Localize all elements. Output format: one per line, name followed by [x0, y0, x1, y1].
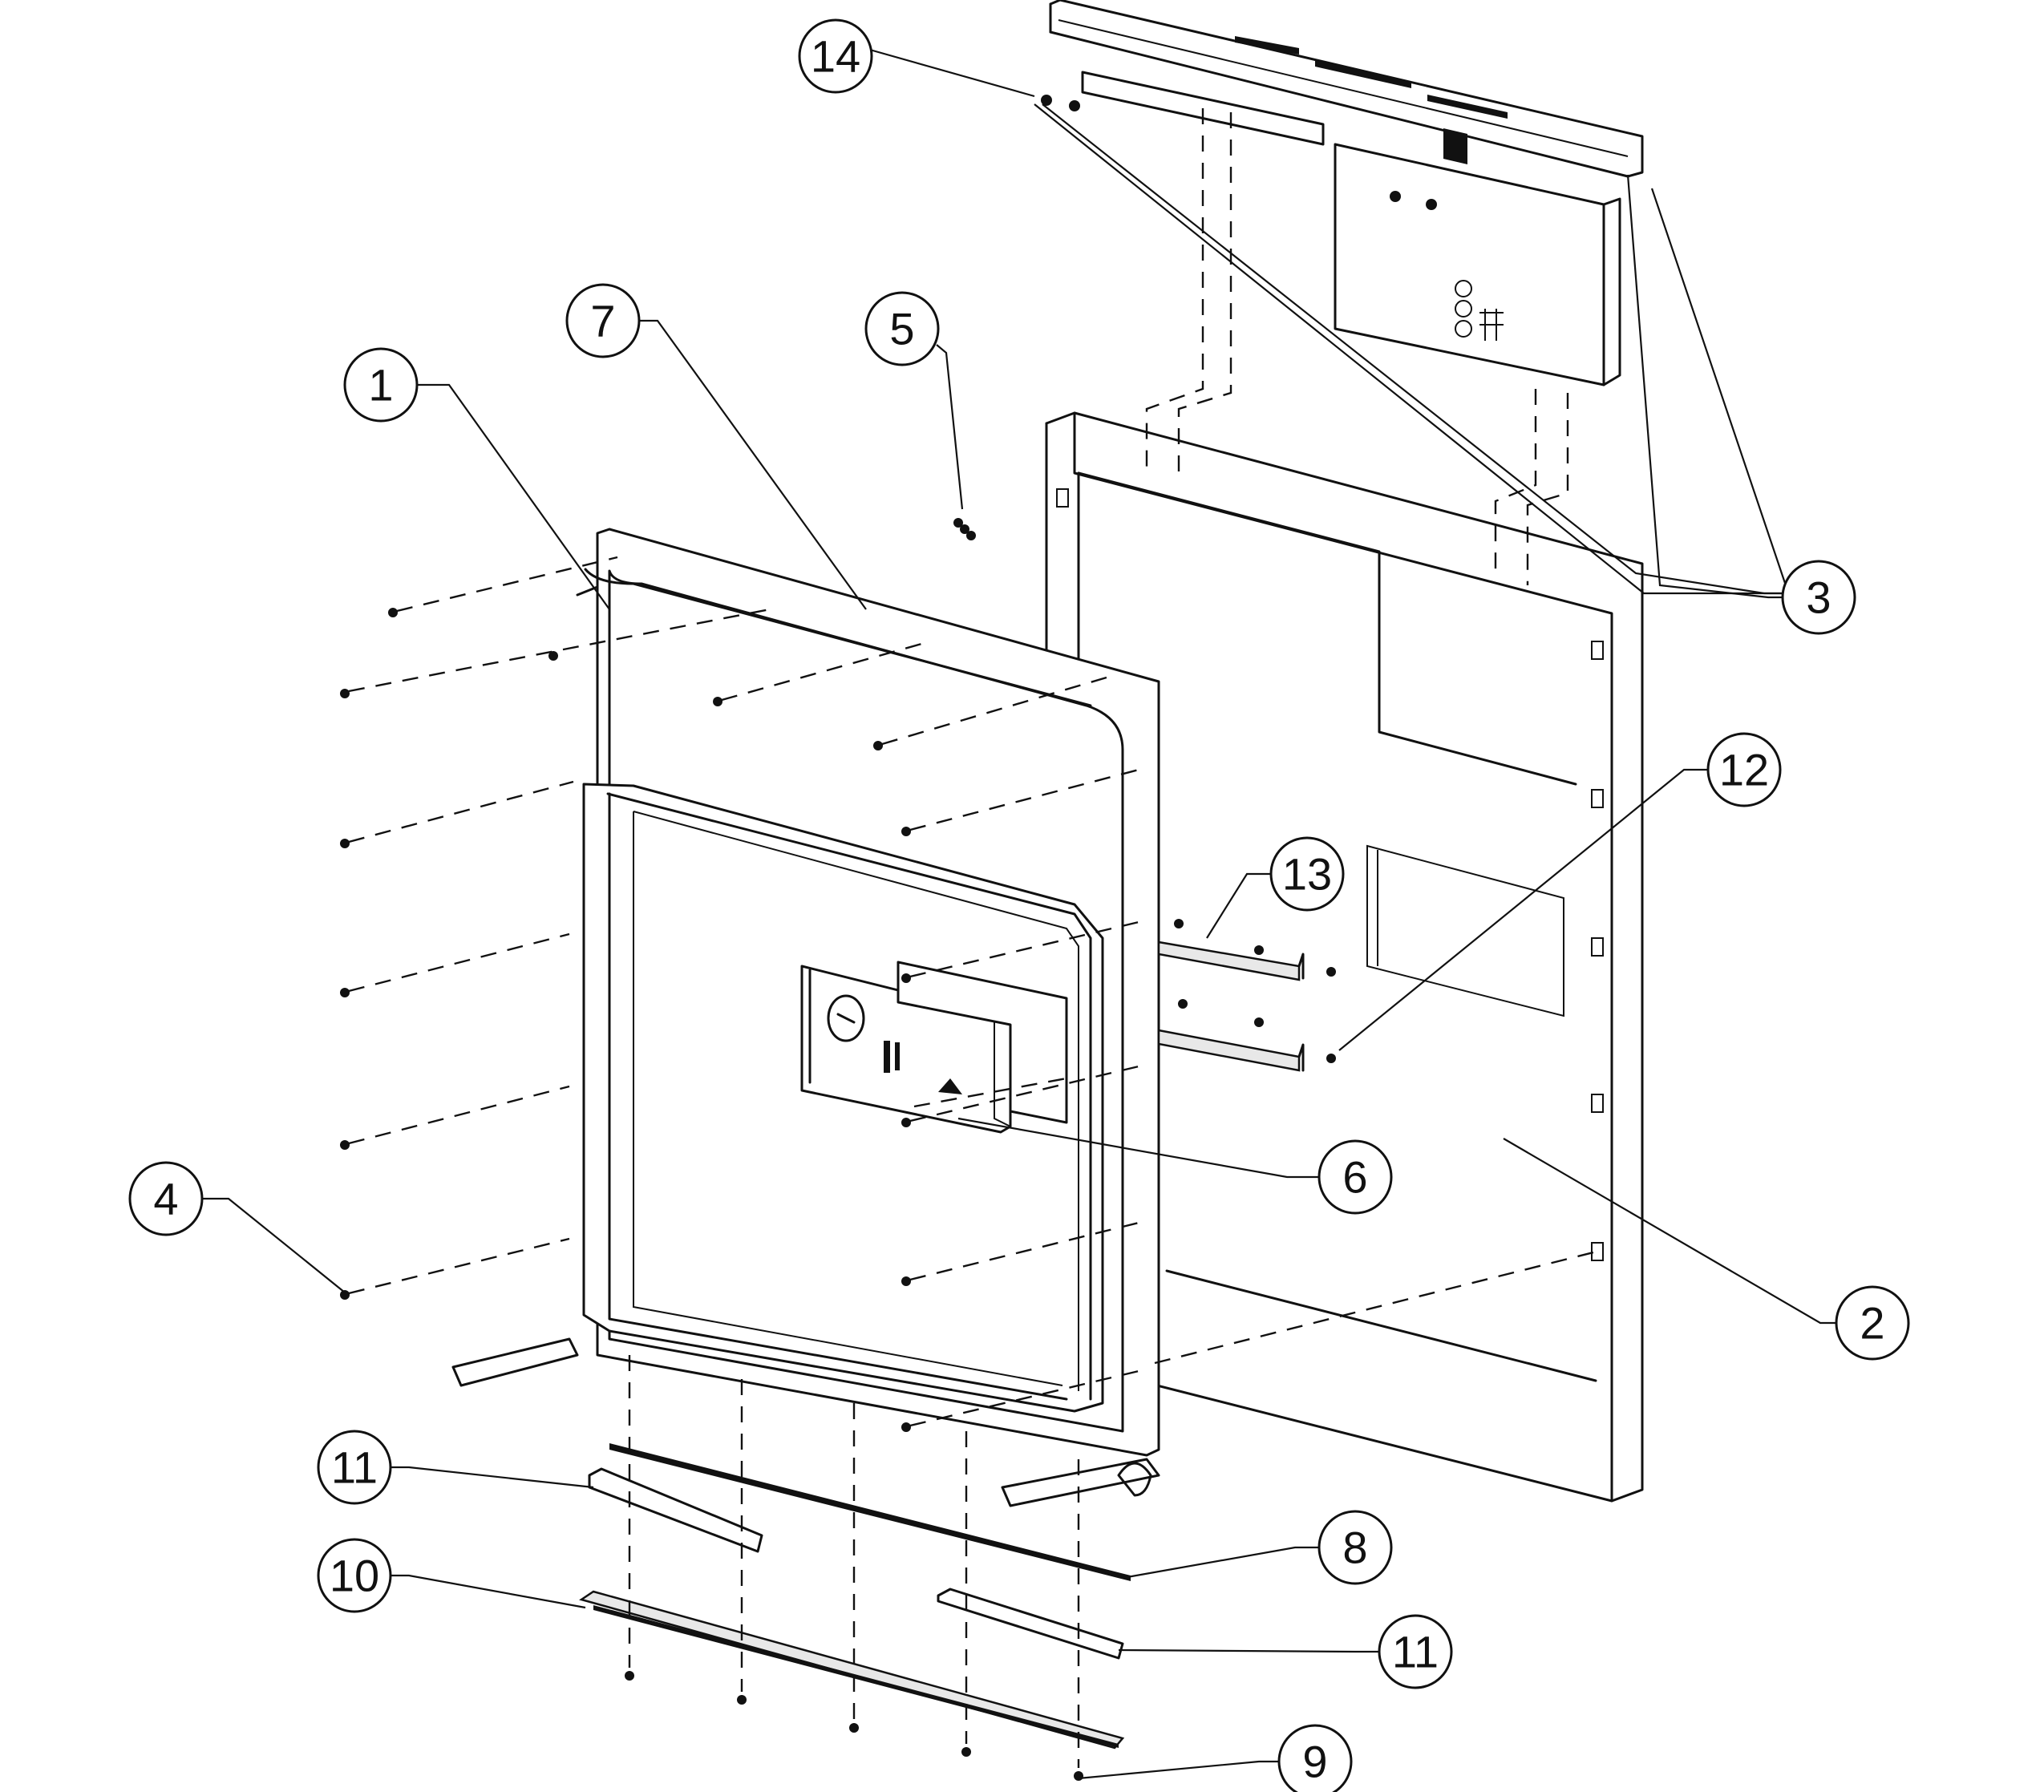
callout-11-lower: 11: [1378, 1614, 1453, 1689]
screws: [340, 518, 1601, 1432]
leader-lines: [200, 42, 1840, 1780]
callout-12: 12: [1706, 732, 1782, 807]
callout-13: 13: [1269, 836, 1345, 912]
screw: [548, 651, 558, 661]
callout-label: 11: [331, 1442, 378, 1493]
callout-label: 14: [811, 31, 860, 82]
callout-2: 2: [1835, 1285, 1910, 1361]
callout-label: 5: [889, 304, 914, 354]
screw: [901, 1221, 1139, 1286]
callout-14: 14: [798, 18, 873, 94]
callout-label: 4: [153, 1174, 178, 1224]
callout-7: 7: [565, 283, 641, 358]
screw: [388, 556, 618, 617]
callout-6: 6: [1317, 1139, 1393, 1215]
screw: [901, 768, 1139, 836]
screw: [340, 1085, 570, 1150]
callout-label: 11: [1392, 1627, 1439, 1677]
callout-label: 6: [1342, 1152, 1367, 1203]
control-panel-assembly: [1041, 0, 1644, 585]
screw: [713, 640, 931, 706]
screw: [901, 920, 1139, 983]
callout-11-upper: 11: [317, 1430, 392, 1505]
callout-label: 2: [1860, 1298, 1884, 1349]
screw: [340, 780, 574, 848]
callout-9: 9: [1277, 1724, 1353, 1792]
callout-3: 3: [1781, 560, 1856, 635]
screw: [340, 608, 771, 698]
callout-label: 12: [1719, 745, 1769, 795]
screw-set-5: [953, 518, 976, 540]
callout-label: 8: [1342, 1523, 1367, 1573]
callout-10: 10: [317, 1538, 392, 1613]
callout-label: 1: [368, 360, 393, 411]
callout-label: 9: [1302, 1737, 1327, 1787]
bottom-screws: [625, 1355, 1083, 1781]
callout-5: 5: [864, 291, 940, 366]
screw: [873, 674, 1115, 750]
callout-4: 4: [128, 1161, 204, 1236]
callout-label: 3: [1806, 572, 1831, 623]
callout-label: 7: [590, 296, 615, 346]
detergent-dispenser: [800, 940, 1305, 1134]
callout-8: 8: [1317, 1510, 1393, 1585]
screw: [901, 1065, 1139, 1127]
callout-label: 10: [330, 1551, 379, 1601]
screw: [340, 932, 570, 997]
callout-label: 13: [1282, 849, 1332, 900]
screw: [901, 1369, 1139, 1432]
screw: [1174, 919, 1336, 1063]
bottom-strips: [579, 1443, 1131, 1750]
callout-1: 1: [343, 347, 419, 423]
screw: [340, 1237, 570, 1300]
outer-door-panel: [1045, 411, 1644, 1503]
